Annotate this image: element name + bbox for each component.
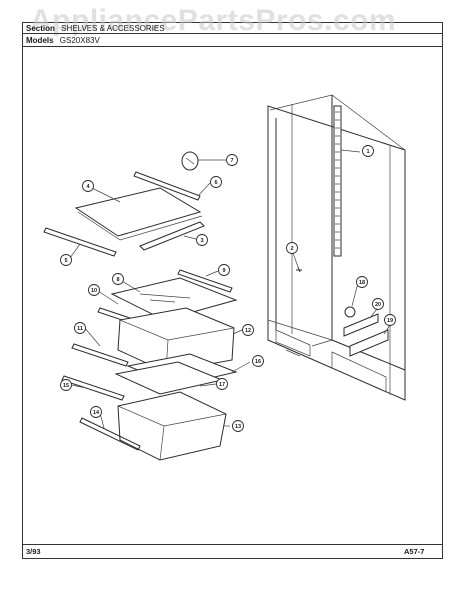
callout-circle (286, 242, 298, 254)
diagram-frame (22, 22, 443, 559)
callout-number: 2 (290, 246, 293, 252)
callout-circle (362, 145, 374, 157)
callout-2: 2 (286, 242, 298, 254)
models-header: Models GS20X83V (26, 36, 100, 45)
screw-part (296, 266, 302, 273)
top-shelf (43, 171, 205, 257)
callout-number: 5 (64, 258, 67, 264)
cabinet-drawing (267, 94, 406, 401)
callout-circle (384, 314, 396, 326)
callout-19: 19 (384, 314, 396, 326)
callout-circle (60, 254, 72, 266)
callout-number: 16 (255, 359, 261, 365)
footer-date: 3/93 (26, 547, 41, 556)
footer-page-code: A57-7 (404, 547, 425, 556)
callout-number: 8 (116, 277, 119, 283)
models-value: GS20X83V (59, 36, 100, 45)
callout-circle (74, 322, 86, 334)
callout-circle (372, 298, 384, 310)
callout-circle (90, 406, 102, 418)
callout-number: 14 (93, 410, 100, 416)
callout-8: 8 (112, 273, 124, 285)
callout-number: 18 (359, 280, 365, 286)
callout-3: 3 (196, 234, 208, 246)
callout-1: 1 (362, 145, 374, 157)
callout-10: 10 (88, 284, 100, 296)
callout-number: 9 (222, 268, 225, 274)
callout-5: 5 (60, 254, 72, 266)
callout-9: 9 (218, 264, 230, 276)
section-header: Section SHELVES & ACCESSORIES (26, 24, 165, 33)
callout-17: 17 (216, 378, 228, 390)
callout-number: 13 (235, 424, 241, 430)
callout-14: 14 (90, 406, 102, 418)
callout-number: 11 (77, 326, 83, 332)
callout-circle (218, 264, 230, 276)
guide-part (349, 329, 389, 357)
callout-number: 3 (200, 238, 203, 244)
callout-circle (356, 276, 368, 288)
callout-circle (60, 379, 72, 391)
header-rule-bottom (22, 46, 443, 47)
footer-rule (22, 544, 443, 545)
callout-number: 10 (91, 288, 97, 294)
callout-circle (232, 420, 244, 432)
header-rule (22, 33, 443, 34)
callout-15: 15 (60, 379, 72, 391)
callout-number: 19 (387, 318, 393, 324)
crisper-pan-lower (117, 391, 227, 461)
callout-number: 1 (366, 149, 369, 155)
trim-part-11 (71, 343, 129, 367)
shelf-rail (333, 105, 342, 257)
callout-number: 4 (86, 184, 90, 190)
crisper-pan-upper (117, 307, 235, 373)
trim-part-14 (79, 417, 141, 451)
section-value: SHELVES & ACCESSORIES (61, 24, 165, 33)
models-label: Models (26, 36, 54, 45)
callout-number: 15 (63, 383, 69, 389)
callout-number: 17 (219, 382, 225, 388)
callout-6: 6 (210, 176, 222, 188)
section-label: Section (26, 24, 55, 33)
callout-number: 12 (245, 328, 251, 334)
callout-circle (82, 180, 94, 192)
callout-18: 18 (356, 276, 368, 288)
callout-12: 12 (242, 324, 254, 336)
callout-number: 7 (230, 158, 233, 164)
callout-number: 20 (375, 302, 381, 308)
clip-part (181, 151, 199, 171)
callout-7: 7 (226, 154, 238, 166)
callout-circle (216, 378, 228, 390)
callout-circle (242, 324, 254, 336)
callout-circle (252, 355, 264, 367)
callout-circle (88, 284, 100, 296)
callout-13: 13 (232, 420, 244, 432)
callout-circle (196, 234, 208, 246)
callout-circle (226, 154, 238, 166)
trim-part-15 (61, 375, 125, 401)
callout-circle (112, 273, 124, 285)
callout-circle (210, 176, 222, 188)
callout-20: 20 (372, 298, 384, 310)
callout-11: 11 (74, 322, 86, 334)
bracket-part (343, 313, 379, 337)
callout-4: 4 (82, 180, 94, 192)
callout-16: 16 (252, 355, 264, 367)
cam-part (344, 306, 356, 318)
watermark: AppliancePartsPros.com (30, 4, 397, 37)
callout-number: 6 (214, 180, 217, 186)
